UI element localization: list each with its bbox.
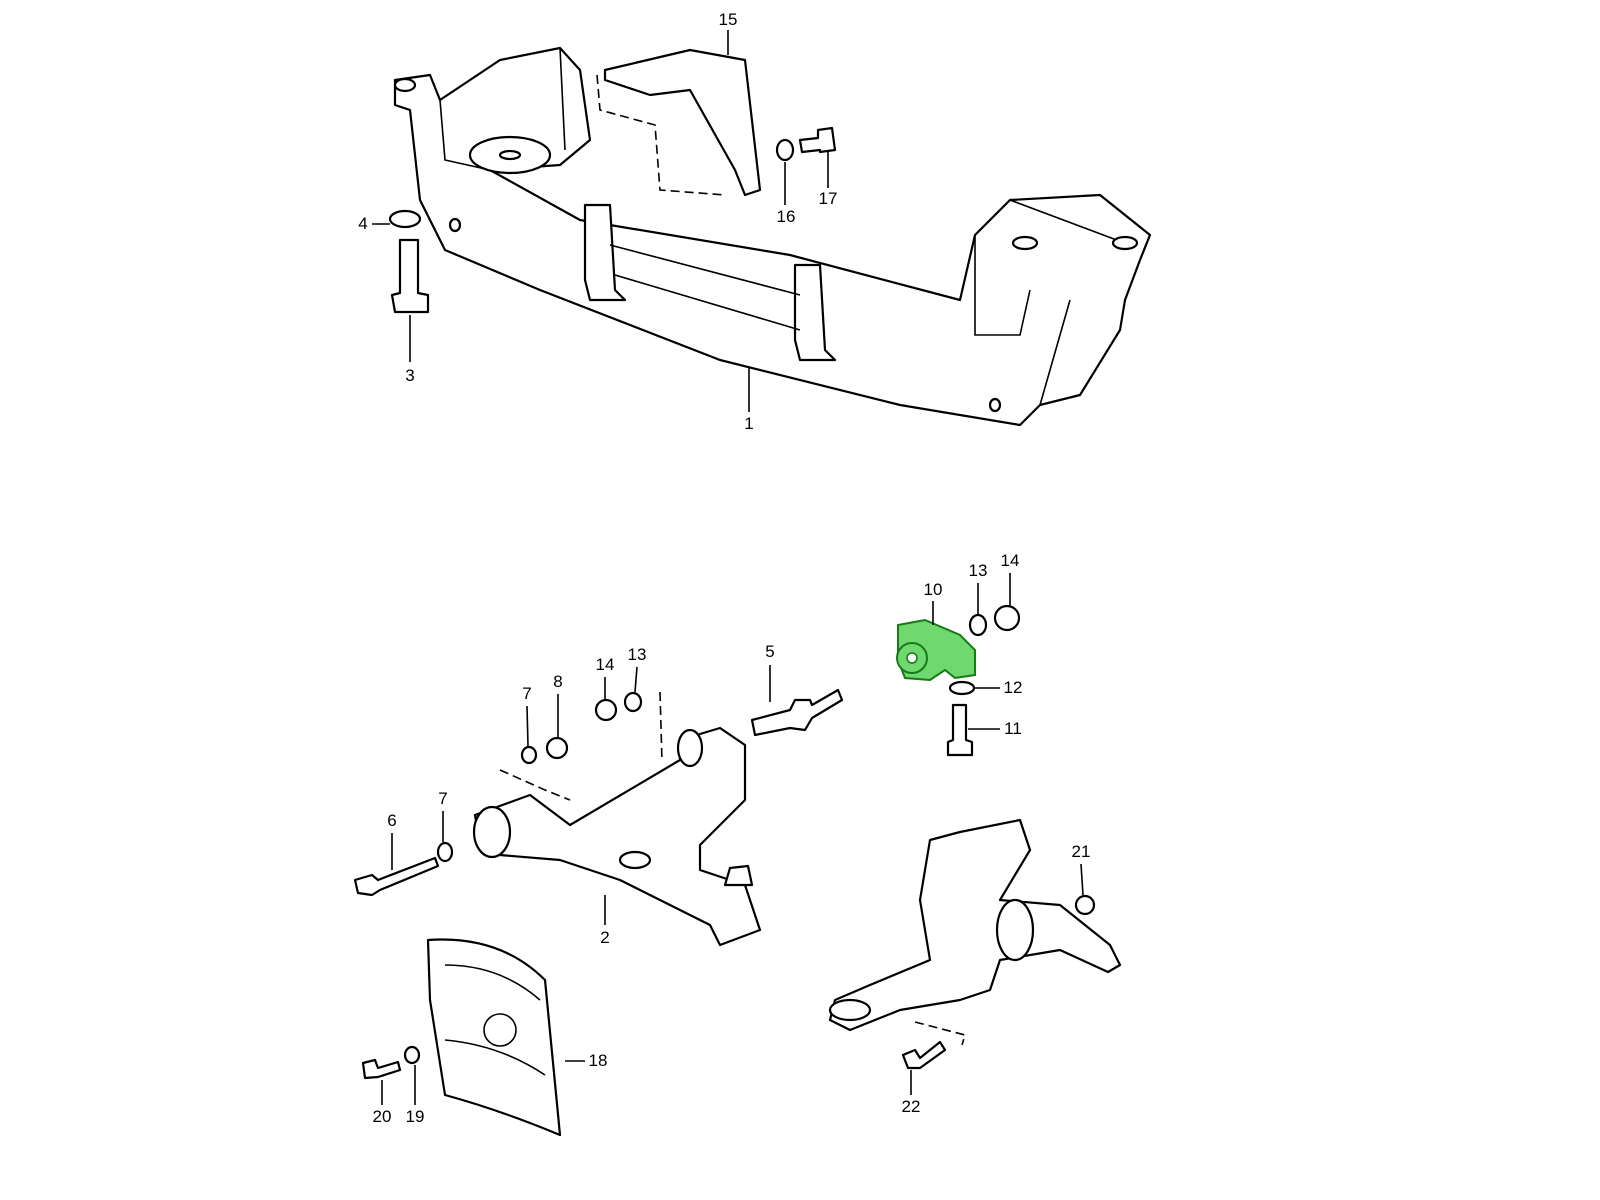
- callout-11: 11: [1004, 719, 1022, 738]
- bolt-part-20[interactable]: [361, 1058, 402, 1080]
- callout-10: 10: [923, 580, 943, 599]
- callout-16: 16: [776, 207, 796, 226]
- washer-part-7[interactable]: [436, 841, 454, 863]
- bracket-part-15[interactable]: [603, 48, 762, 197]
- washer-part-13[interactable]: [968, 613, 988, 637]
- callout-6: 6: [387, 811, 397, 830]
- bolt-part-22[interactable]: [901, 1040, 947, 1070]
- bushing-part-10-highlighted[interactable]: [896, 618, 976, 682]
- bolt-part-17[interactable]: [798, 126, 837, 154]
- nut-part-14[interactable]: [993, 604, 1021, 632]
- steering-knuckle[interactable]: [828, 818, 1122, 1032]
- callout-5: 5: [765, 642, 775, 661]
- callout-18: 18: [588, 1051, 608, 1070]
- callout-13b: 13: [627, 645, 647, 664]
- bolt-part-5[interactable]: [750, 688, 844, 737]
- callout-7b: 7: [438, 789, 448, 808]
- bolt-part-6[interactable]: [353, 856, 440, 897]
- nut-part-14[interactable]: [594, 698, 618, 722]
- callout-2: 2: [600, 928, 610, 947]
- callout-8: 8: [553, 672, 563, 691]
- shield-part-18[interactable]: [426, 938, 562, 1137]
- washer-part-13[interactable]: [623, 691, 643, 713]
- callout-3: 3: [405, 366, 415, 385]
- nut-part-8[interactable]: [545, 736, 569, 760]
- callout-12: 12: [1003, 678, 1023, 697]
- callout-15: 15: [718, 10, 738, 29]
- nut-part-21[interactable]: [1074, 894, 1096, 916]
- callout-17: 17: [818, 189, 838, 208]
- callout-14: 14: [1000, 551, 1020, 570]
- callout-20: 20: [372, 1107, 392, 1126]
- bolt-part-3[interactable]: [390, 238, 430, 314]
- control-arm-part-2[interactable]: [472, 726, 762, 947]
- callout-1: 1: [744, 414, 754, 433]
- callout-19: 19: [405, 1107, 425, 1126]
- callout-14b: 14: [595, 655, 615, 674]
- washer-part-4[interactable]: [388, 209, 422, 229]
- callout-7: 7: [522, 684, 532, 703]
- crossmember-part-1[interactable]: [393, 46, 1152, 427]
- washer-part-7[interactable]: [520, 745, 538, 765]
- callout-4: 4: [358, 214, 368, 233]
- washer-part-12[interactable]: [948, 680, 976, 696]
- bolt-part-11[interactable]: [946, 703, 974, 757]
- washer-part-19[interactable]: [403, 1045, 421, 1065]
- callout-13: 13: [968, 561, 988, 580]
- callout-22: 22: [901, 1097, 921, 1116]
- callout-21: 21: [1071, 842, 1091, 861]
- washer-part-16[interactable]: [775, 138, 795, 162]
